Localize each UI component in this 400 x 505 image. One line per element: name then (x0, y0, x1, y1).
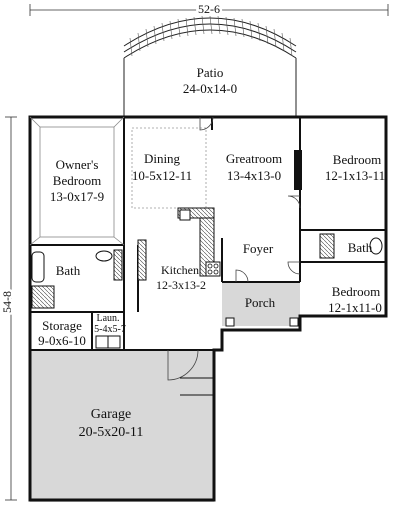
stove-icon (207, 263, 219, 275)
interior-walls (30, 117, 386, 351)
left-bath-fixtures (31, 249, 123, 309)
bedroom-2-name: Bedroom (332, 284, 380, 299)
kitchen-counters (137, 207, 221, 281)
dining-ceiling (131, 127, 207, 209)
right-bath-fixtures (319, 233, 383, 259)
bedroom-2-size: 12-1x11-0 (328, 300, 382, 315)
laundry-name: Laun. (96, 313, 119, 324)
garage-name: Garage (91, 407, 131, 422)
exterior-wall (28, 115, 388, 502)
width-dimension-label: 52-6 (198, 2, 220, 16)
bedroom-1-size: 12-1x13-11 (325, 168, 385, 183)
pergola-slats (129, 15, 293, 57)
kitchen-name: Kitchen (161, 263, 199, 277)
bath-left-name: Bath (56, 263, 81, 278)
garage-side-doors (180, 377, 214, 396)
porch-posts (225, 317, 299, 327)
storage-size: 9-0x6-10 (38, 333, 86, 348)
owners-bedroom-size: 13-0x17-9 (50, 189, 104, 204)
garage-size: 20-5x20-11 (79, 425, 144, 440)
fireplace (294, 150, 302, 190)
bedroom-1-name: Bedroom (333, 152, 381, 167)
garage-floor (30, 350, 214, 502)
depth-dimension-line (5, 116, 17, 501)
refrigerator (179, 209, 191, 221)
patio-name: Patio (197, 65, 224, 80)
bath-right-name: Bath (348, 240, 373, 255)
greatroom-name: Greatroom (226, 151, 282, 166)
washer-dryer (95, 335, 121, 349)
depth-dimension-label: 54-8 (0, 291, 14, 313)
greatroom-size: 13-4x13-0 (227, 168, 281, 183)
room-labels: Patio 24-0x14-0 Owner's Bedroom 13-0x17-… (38, 65, 385, 440)
patio-size: 24-0x14-0 (183, 81, 237, 96)
foyer-name: Foyer (243, 241, 274, 256)
door-swings (167, 116, 301, 381)
storage-name: Storage (42, 318, 82, 333)
dining-name: Dining (144, 151, 181, 166)
porch-name: Porch (245, 295, 276, 310)
porch-floor (222, 282, 300, 326)
kitchen-size: 12-3x13-2 (156, 278, 206, 292)
tray-ceiling (29, 116, 125, 246)
laundry-size: 5-4x5-7 (94, 324, 126, 335)
width-dimension-line (29, 4, 389, 16)
owners-bedroom-name-2: Bedroom (53, 173, 101, 188)
patio (123, 15, 297, 116)
owners-bedroom-name: Owner's (56, 157, 99, 172)
dining-size: 10-5x12-11 (132, 168, 192, 183)
